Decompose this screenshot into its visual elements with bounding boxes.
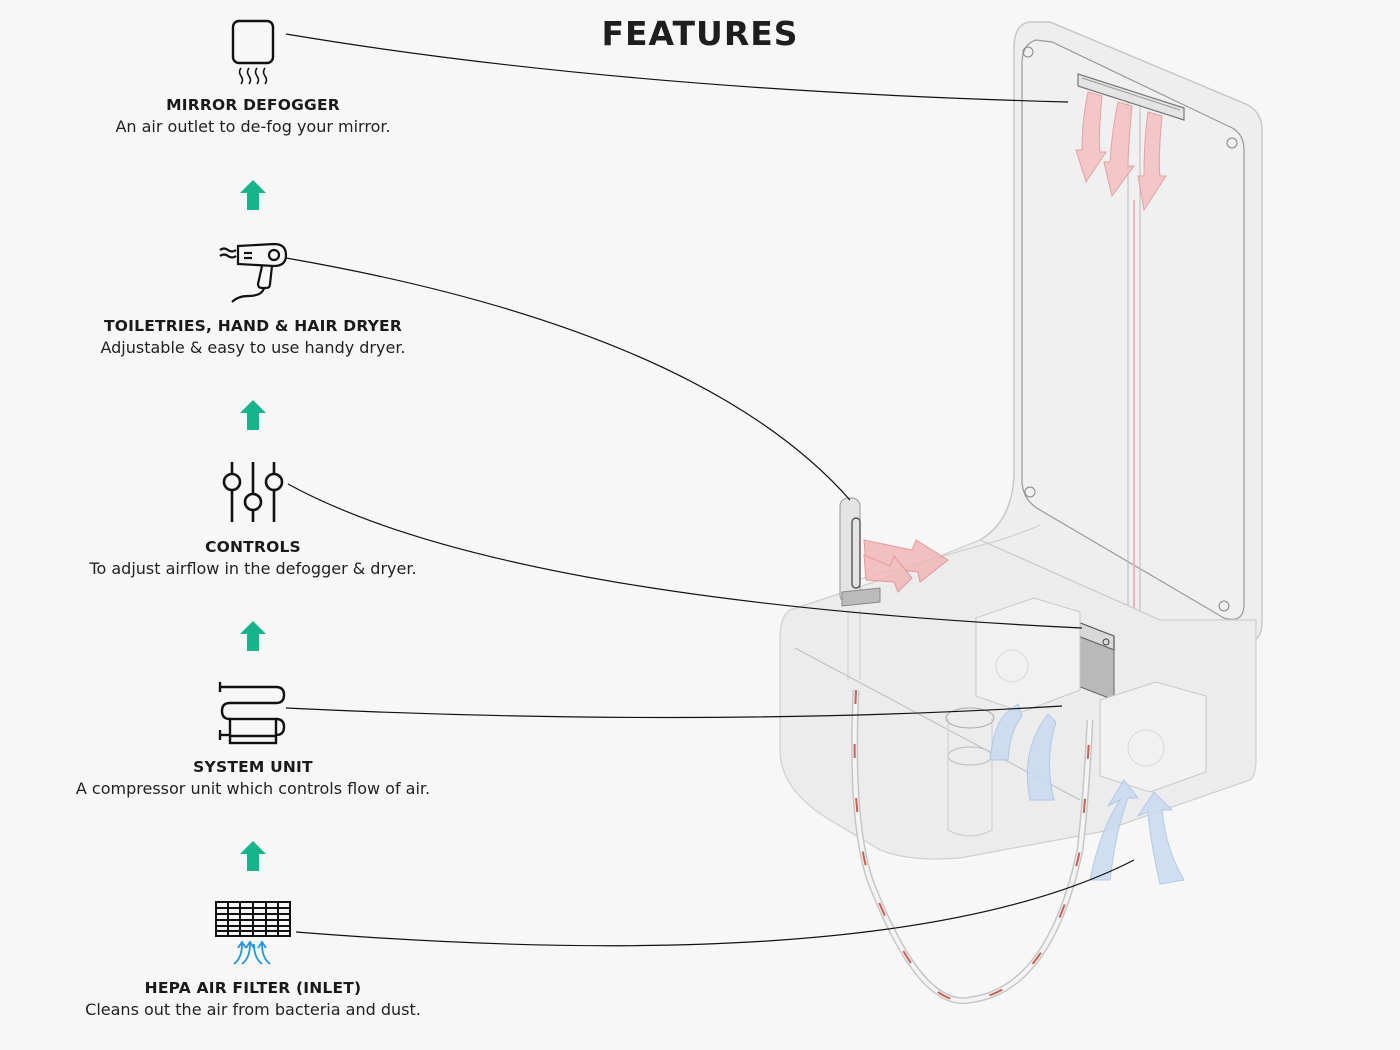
feature-hepa-filter: HEPA AIR FILTER (INLET) Cleans out the a… (33, 979, 473, 1019)
up-arrow-icon (240, 180, 266, 210)
hair-dryer-icon (219, 242, 288, 303)
fan-housings (945, 597, 1207, 837)
feature-description: Adjustable & easy to use handy dryer. (100, 338, 406, 357)
leader-line-controls (287, 483, 1083, 629)
intake-airflow-arrows (989, 703, 1185, 885)
feature-description: Cleans out the air from bacteria and dus… (85, 1000, 421, 1019)
feature-mirror-defogger: MIRROR DEFOGGER An air outlet to de-fog … (33, 96, 473, 136)
dryer-handle (839, 497, 881, 680)
feature-system-unit: SYSTEM UNIT A compressor unit which cont… (33, 758, 473, 798)
feature-controls: CONTROLS To adjust airflow in the defogg… (33, 538, 473, 578)
up-arrow-icon (240, 400, 266, 430)
feature-name: SYSTEM UNIT (193, 758, 313, 776)
feature-hair-dryer: TOILETRIES, HAND & HAIR DRYER Adjustable… (33, 317, 473, 357)
feature-description: To adjust airflow in the defogger & drye… (89, 559, 417, 578)
feature-name: MIRROR DEFOGGER (166, 96, 340, 114)
leader-line-defogger (285, 33, 1069, 103)
leader-line-dryer (285, 257, 851, 501)
feature-description: A compressor unit which controls flow of… (75, 779, 431, 798)
defog-airflow-arrows (1075, 91, 1167, 212)
feature-name: HEPA AIR FILTER (INLET) (144, 979, 362, 997)
mirror-steam-icon (231, 19, 275, 85)
air-tube-loop (851, 689, 1094, 1005)
page-title: FEATURES (601, 14, 799, 53)
feature-name: TOILETRIES, HAND & HAIR DRYER (104, 317, 402, 335)
mirror-panel (978, 21, 1263, 660)
feature-description: An air outlet to de-fog your mirror. (115, 117, 391, 136)
up-arrow-icon (240, 841, 266, 871)
filter-grid-icon (215, 901, 291, 965)
heater-coil-icon (218, 682, 286, 745)
feature-name: CONTROLS (205, 538, 301, 556)
sliders-icon (222, 462, 284, 522)
leader-line-filter (295, 859, 1135, 947)
leader-lines (285, 33, 1135, 947)
leader-line-system-unit (285, 705, 1063, 719)
up-arrow-icon (240, 621, 266, 651)
dryer-airflow-arrows (863, 539, 949, 593)
defogger-outlet (1077, 73, 1185, 121)
